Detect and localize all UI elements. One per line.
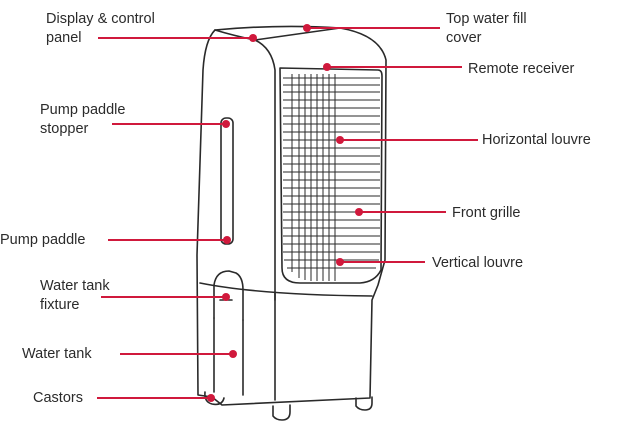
label-line: Top water fill: [446, 11, 527, 27]
label-front-grille: Front grille: [452, 204, 521, 223]
tank-top-line: [199, 282, 373, 297]
callout-dot-tank-fixture: [222, 293, 230, 301]
label-line: stopper: [40, 121, 89, 137]
callout-dot-remote-receiver: [323, 63, 331, 71]
label-line: Horizontal louvre: [482, 132, 591, 148]
callout-dot-water-tank: [229, 350, 237, 358]
tank-fixture-recess: [213, 270, 244, 321]
callout-dot-top-cover: [303, 24, 311, 32]
vertical-louvre-lines: [291, 74, 336, 281]
label-water-tank-fixture: Water tank fixture: [40, 277, 110, 315]
label-line: fixture: [40, 297, 80, 313]
callout-dot-display-panel: [249, 34, 257, 42]
label-line: panel: [46, 30, 82, 46]
callout-dot-castors: [207, 394, 215, 402]
cooler-body: [196, 25, 387, 406]
pump-paddle-slot: [220, 117, 234, 245]
label-line: Water tank: [22, 346, 92, 362]
callout-dot-pump-stopper: [222, 120, 230, 128]
label-line: Display & control: [46, 11, 155, 27]
callout-dot-vertical-louvre: [336, 258, 344, 266]
label-display-control-panel: Display & control panel: [46, 10, 155, 48]
horizontal-louvre-lines: [283, 77, 380, 269]
label-pump-paddle-stopper: Pump paddle stopper: [40, 101, 125, 139]
label-vertical-louvre: Vertical louvre: [432, 254, 523, 273]
label-line: Pump paddle: [0, 232, 86, 248]
castor-front-left: [272, 404, 291, 421]
label-line: Pump paddle: [40, 102, 126, 118]
label-castors: Castors: [33, 389, 83, 408]
label-remote-receiver: Remote receiver: [468, 60, 574, 79]
callout-dot-pump-paddle: [223, 236, 231, 244]
callout-dots: [207, 24, 363, 402]
label-horizontal-louvre: Horizontal louvre: [482, 131, 591, 150]
label-line: Front grille: [452, 205, 521, 221]
label-top-water-fill-cover: Top water fill cover: [446, 10, 527, 48]
label-line: Vertical louvre: [432, 255, 524, 271]
label-line: Water tank: [40, 278, 110, 294]
callout-dot-horizontal-louvre: [336, 136, 344, 144]
label-pump-paddle: Pump paddle: [0, 231, 85, 250]
castor-front-right: [355, 396, 373, 411]
label-line: Castors: [33, 390, 83, 406]
callout-lines: [97, 27, 478, 399]
label-water-tank: Water tank: [22, 345, 92, 364]
label-line: cover: [446, 30, 482, 46]
front-face-edge: [254, 39, 276, 401]
grille-frame: [279, 67, 383, 284]
callout-dot-front-grille: [355, 208, 363, 216]
label-line: Remote receiver: [468, 61, 575, 77]
